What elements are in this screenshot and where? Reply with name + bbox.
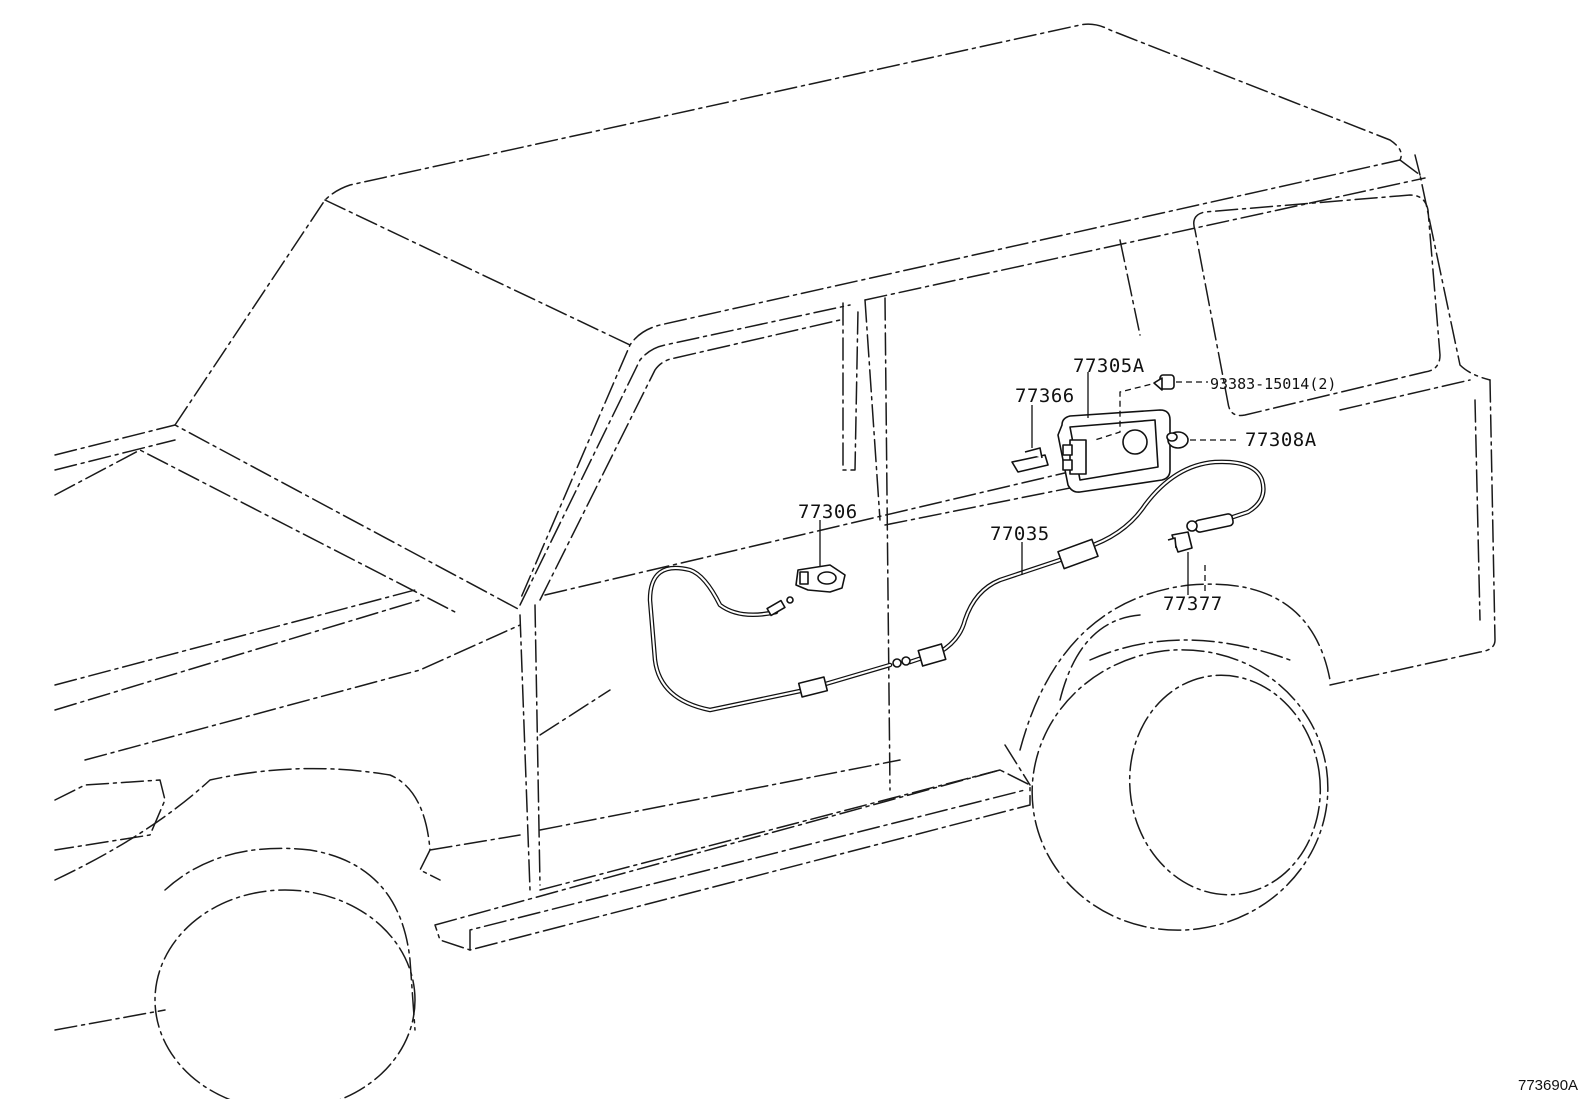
callout-77035: 77035: [990, 523, 1050, 545]
fuel-lid-77305a: [1057, 372, 1171, 493]
callout-93383-15014: 93383-15014(2): [1210, 375, 1336, 393]
hinge-77366: [1011, 405, 1049, 473]
figure-id: 773690A: [1518, 1077, 1578, 1094]
bumper-77308a: [1166, 431, 1240, 449]
callout-77377: 77377: [1163, 593, 1223, 615]
callout-77306: 77306: [798, 501, 858, 523]
callout-77305a: 77305A: [1073, 355, 1145, 377]
callout-77366: 77366: [1015, 385, 1075, 407]
vehicle-outline: [54, 23, 1496, 1099]
release-cable-77035: [647, 459, 1266, 713]
screw-93383: [1153, 374, 1208, 391]
clip-77377: [1167, 531, 1206, 595]
opener-lever-77306: [795, 520, 846, 593]
callout-77308a: 77308A: [1245, 429, 1317, 451]
